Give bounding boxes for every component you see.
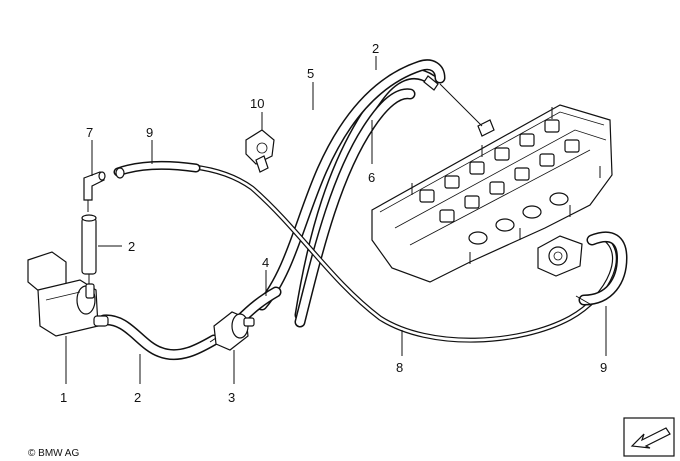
hose-6 <box>294 88 416 328</box>
label-10: 10 <box>250 96 264 111</box>
label-9-right: 9 <box>600 360 607 375</box>
camshaft-lobes <box>419 119 580 223</box>
cylinder-head <box>371 104 613 283</box>
direction-arrow-icon <box>623 417 675 457</box>
hose-4 <box>234 286 282 326</box>
solenoid-valve-1 <box>27 251 109 337</box>
hose-2-middle <box>81 214 97 292</box>
t-connector-7 <box>83 171 106 212</box>
label-9-left: 9 <box>146 125 153 140</box>
label-1: 1 <box>60 390 67 405</box>
copyright-text: © BMW AG <box>28 448 79 459</box>
head-bolts <box>411 107 601 264</box>
filter-3 <box>209 311 255 351</box>
leader-lines <box>65 56 607 384</box>
coolant-outlet-flange <box>537 235 583 277</box>
exhaust-ports <box>468 192 569 245</box>
hose-9-right <box>575 231 628 306</box>
label-5: 5 <box>307 66 314 81</box>
label-3: 3 <box>228 390 235 405</box>
label-2-bottom: 2 <box>134 390 141 405</box>
label-6: 6 <box>368 170 375 185</box>
hose-5 <box>256 59 446 311</box>
label-2-top: 2 <box>372 41 379 56</box>
label-8: 8 <box>396 360 403 375</box>
label-7: 7 <box>86 125 93 140</box>
part-labels: 7 9 2 1 2 3 4 5 2 6 10 8 9 <box>60 41 607 405</box>
label-4: 4 <box>262 255 269 270</box>
label-2-middle: 2 <box>128 239 135 254</box>
small-bolt <box>477 119 495 137</box>
fitting-10 <box>245 129 275 173</box>
hose-2-bottom <box>98 314 220 361</box>
hose-9-left <box>113 160 201 179</box>
